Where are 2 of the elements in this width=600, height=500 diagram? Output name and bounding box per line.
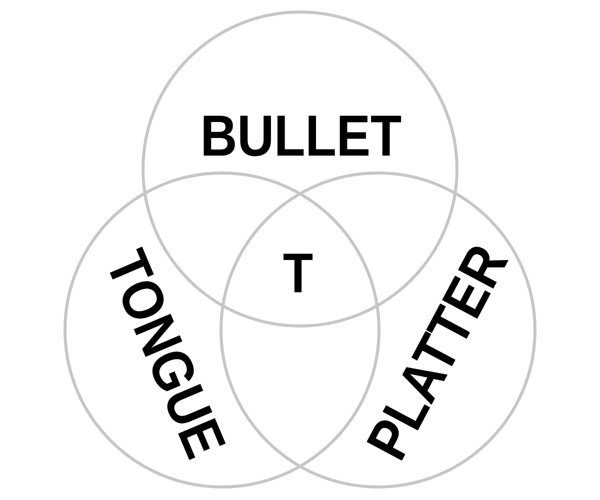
intersection-label: T: [284, 254, 313, 292]
set-label: BULLET: [204, 116, 402, 156]
